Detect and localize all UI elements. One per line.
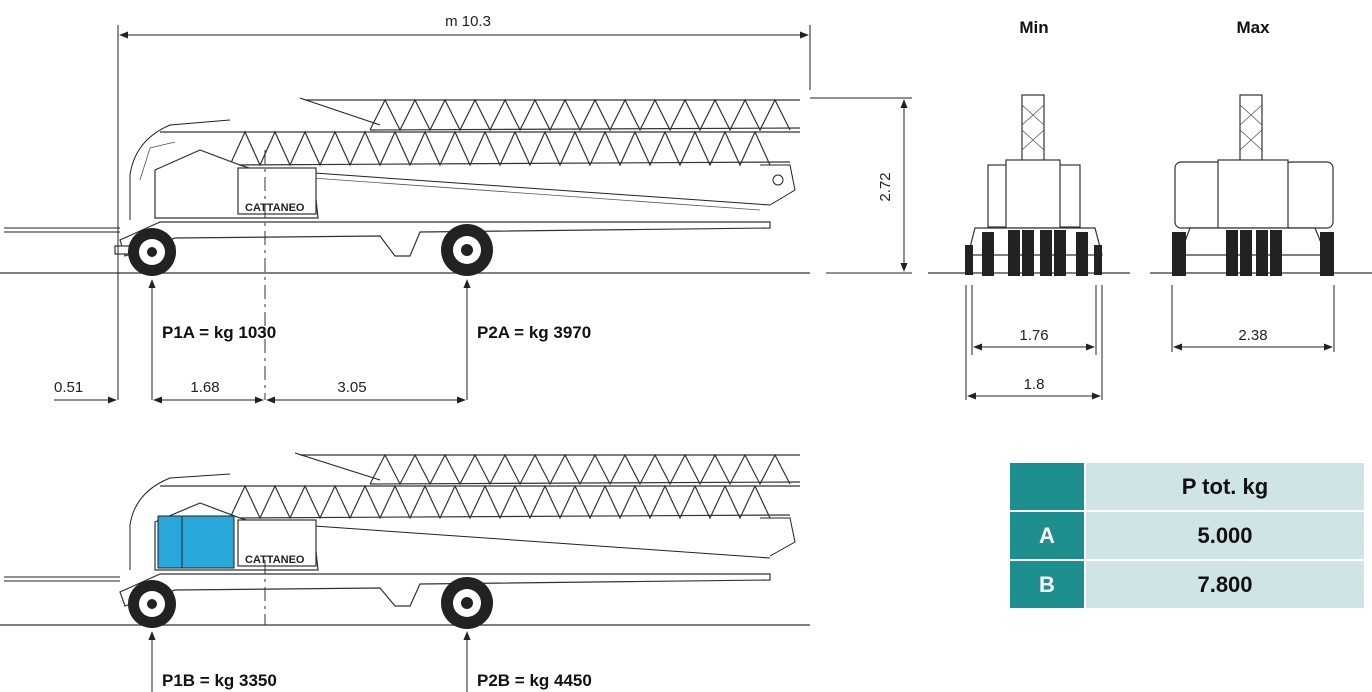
brand-label-bottom: CATTANEO <box>245 554 305 566</box>
min-track-inner-label: 1.76 <box>1019 327 1048 344</box>
max-track-label: 2.38 <box>1238 327 1267 344</box>
load-p2a: P2A = kg 3970 <box>477 323 591 342</box>
upper-jib <box>299 97 801 132</box>
load-p2b: P2B = kg 4450 <box>477 671 592 690</box>
table-row-value: 5.000 <box>1085 510 1364 560</box>
table-corner <box>1010 463 1086 511</box>
rear-wheel-top <box>441 224 493 276</box>
table-row-key: B <box>1010 559 1086 608</box>
front-axle-dim-label: 1.68 <box>190 379 219 396</box>
load-p1a: P1A = kg 1030 <box>162 323 276 342</box>
rear-overhang-label: 0.51 <box>54 379 83 396</box>
brand-label-top: CATTANEO <box>245 202 305 214</box>
table-row-value: 7.800 <box>1085 559 1364 608</box>
table-row: B 7.800 <box>1010 559 1364 608</box>
table-header: P tot. kg <box>1085 463 1364 511</box>
min-label: Min <box>1019 18 1048 37</box>
upper-jib-b <box>294 452 801 486</box>
height-label: 2.72 <box>877 172 894 201</box>
tower-truss-b <box>160 484 800 559</box>
total-weight-table: P tot. kg A 5.000 B 7.800 <box>1010 463 1364 608</box>
front-wheel-bottom <box>128 580 176 628</box>
table-header-row: P tot. kg <box>1010 463 1364 511</box>
overall-length-label: m 10.3 <box>445 13 491 30</box>
load-p1b: P1B = kg 3350 <box>162 671 277 690</box>
max-label: Max <box>1236 18 1270 37</box>
rear-axle-dim-label: 3.05 <box>337 379 366 396</box>
rear-view-min: Min 1.76 1.8 <box>928 18 1130 400</box>
side-view-config-b: CATTANEO P1B = kg 3350 P2B = kg 4450 <box>0 452 810 692</box>
rear-wheel-bottom <box>441 577 493 629</box>
min-track-outer-label: 1.8 <box>1024 376 1045 393</box>
table-row: A 5.000 <box>1010 510 1364 560</box>
machinery-housing: CATTANEO <box>154 149 319 219</box>
front-wheel-top <box>128 228 176 276</box>
side-view-config-a: CATTANEO m 10.3 2.7 <box>0 13 912 404</box>
rear-view-max: Max 2.38 <box>1150 18 1372 352</box>
table-row-key: A <box>1010 510 1086 560</box>
ballast-blocks <box>157 515 235 569</box>
